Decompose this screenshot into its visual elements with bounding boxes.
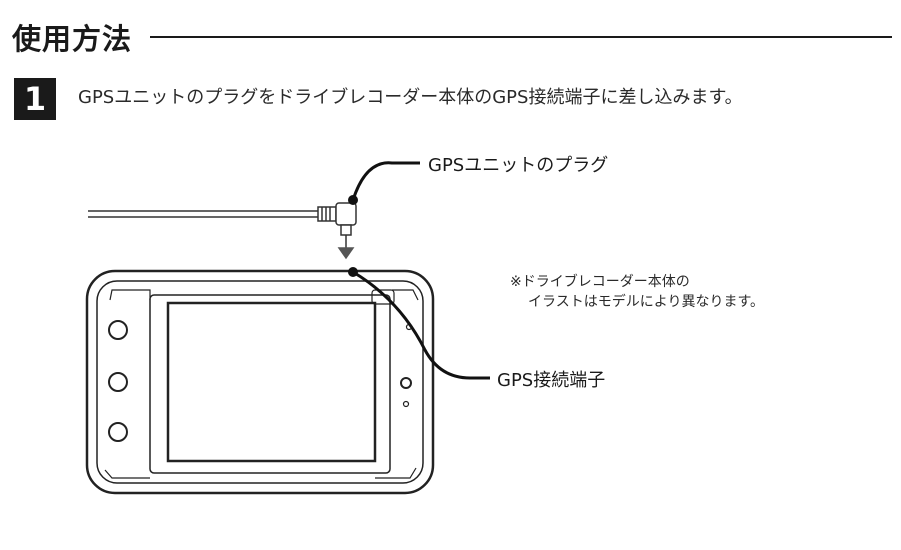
device-button-3 bbox=[108, 422, 128, 442]
step-number-badge: 1 bbox=[14, 78, 56, 120]
step-instruction: GPSユニットのプラグをドライブレコーダー本体のGPS接続端子に差し込みます。 bbox=[78, 87, 743, 108]
device-button-right bbox=[400, 377, 412, 389]
drive-recorder-body bbox=[85, 269, 435, 495]
callout-gps-port: GPS接続端子 bbox=[497, 370, 606, 391]
illustration-note: ※ドライブレコーダー本体の イラストはモデルにより異なります。 bbox=[510, 272, 764, 312]
device-button-2 bbox=[108, 372, 128, 392]
port-leader-line bbox=[348, 267, 490, 380]
note-line-1: ※ドライブレコーダー本体の bbox=[510, 274, 690, 290]
section-title: 使用方法 bbox=[12, 22, 133, 56]
gps-plug bbox=[317, 202, 357, 260]
plug-leader-line bbox=[348, 161, 420, 205]
gps-cable bbox=[88, 210, 320, 218]
device-button-1 bbox=[108, 320, 128, 340]
callout-gps-plug: GPSユニットのプラグ bbox=[428, 155, 609, 176]
title-divider bbox=[150, 36, 892, 38]
note-line-2: イラストはモデルにより異なります。 bbox=[528, 294, 765, 310]
